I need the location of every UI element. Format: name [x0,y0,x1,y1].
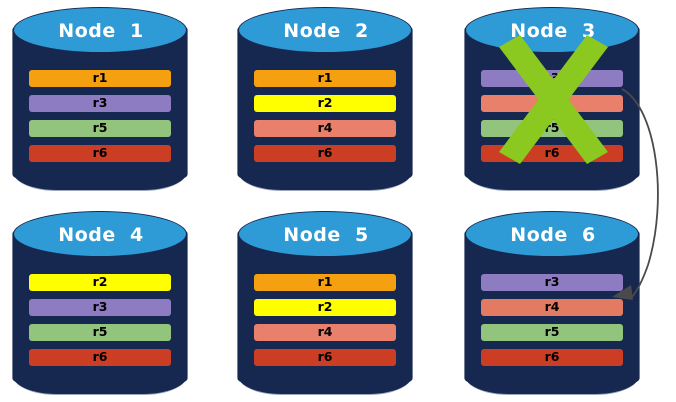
record-list: r2 r3 r5 r6 [29,274,171,366]
record-bar[interactable]: r3 [29,299,171,316]
record-bar[interactable]: r5 [29,120,171,137]
record-bar[interactable]: r5 [481,120,623,137]
record-bar[interactable]: r4 [481,95,623,112]
record-bar[interactable]: r1 [29,70,171,87]
node-label: Node 5 [283,224,369,246]
cylinder-top: Node 5 [238,211,412,257]
record-list: r1 r3 r5 r6 [29,70,171,162]
record-list: r3 r4 r5 r6 [481,70,623,162]
record-bar[interactable]: r3 [29,95,171,112]
cylinder-top: Node 4 [13,211,187,257]
record-bar[interactable]: r4 [254,120,396,137]
record-bar[interactable]: r4 [481,299,623,316]
node-label: Node 6 [510,224,596,246]
record-list: r3 r4 r5 r6 [481,274,623,366]
record-bar[interactable]: r6 [481,349,623,366]
node-3[interactable]: Node 3 r3 r4 r5 r6 [452,4,652,191]
node-label: Node 4 [58,224,144,246]
node-5[interactable]: Node 5 r1 r2 r4 r6 [225,208,425,395]
node-label: Node 3 [510,20,596,42]
node-label: Node 2 [283,20,369,42]
node-2[interactable]: Node 2 r1 r2 r4 r6 [225,4,425,191]
record-bar[interactable]: r1 [254,274,396,291]
record-bar[interactable]: r6 [254,349,396,366]
record-bar[interactable]: r2 [29,274,171,291]
record-bar[interactable]: r2 [254,95,396,112]
record-list: r1 r2 r4 r6 [254,274,396,366]
record-bar[interactable]: r6 [29,145,171,162]
record-bar[interactable]: r3 [481,70,623,87]
node-6[interactable]: Node 6 r3 r4 r5 r6 [452,208,652,395]
cylinder-top: Node 6 [465,211,639,257]
cylinder-top: Node 3 [465,7,639,53]
record-bar[interactable]: r4 [254,324,396,341]
record-bar[interactable]: r6 [29,349,171,366]
record-bar[interactable]: r2 [254,299,396,316]
record-bar[interactable]: r6 [481,145,623,162]
record-bar[interactable]: r6 [254,145,396,162]
record-bar[interactable]: r3 [481,274,623,291]
node-4[interactable]: Node 4 r2 r3 r5 r6 [0,208,200,395]
record-list: r1 r2 r4 r6 [254,70,396,162]
record-bar[interactable]: r1 [254,70,396,87]
cylinder-top: Node 1 [13,7,187,53]
node-label: Node 1 [58,20,144,42]
node-1[interactable]: Node 1 r1 r3 r5 r6 [0,4,200,191]
record-bar[interactable]: r5 [481,324,623,341]
cylinder-top: Node 2 [238,7,412,53]
record-bar[interactable]: r5 [29,324,171,341]
